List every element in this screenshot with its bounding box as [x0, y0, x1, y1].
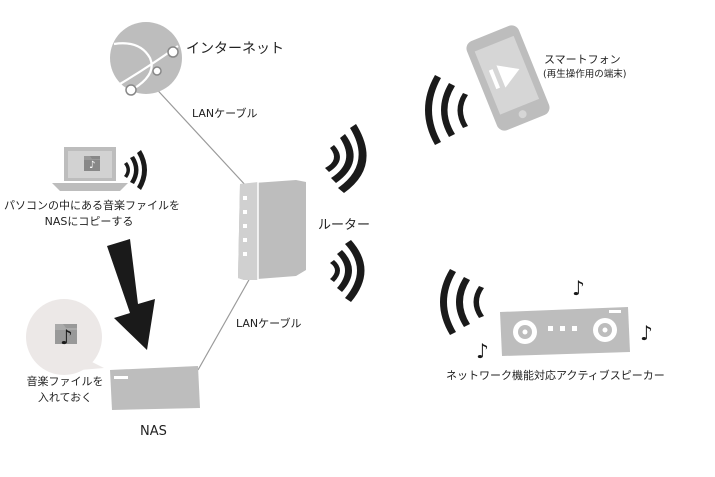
nas-bubble-line1: 音楽ファイルを — [26, 375, 104, 388]
internet-router-cable — [149, 81, 249, 189]
laptop-icon: ♪ — [52, 147, 128, 191]
internet-globe-icon — [110, 22, 182, 96]
svg-text:♪: ♪ — [89, 160, 95, 171]
wifi-waves-icon — [124, 150, 147, 190]
pc-caption-line1: パソコンの中にある音楽ファイルを — [4, 199, 180, 212]
nas-icon — [110, 366, 200, 410]
router-icon — [238, 180, 306, 280]
router-label: ルーター — [318, 218, 371, 233]
music-note-icon: ♪ — [640, 321, 653, 345]
speech-bubble — [26, 299, 104, 375]
smartphone-sublabel: (再生操作用の端末) — [543, 69, 627, 80]
wifi-waves-icon — [440, 269, 484, 335]
speaker-icon — [500, 307, 630, 356]
wifi-waves-icon — [330, 240, 365, 302]
nas-label: NAS — [140, 424, 167, 439]
music-note-icon: ♪ — [572, 276, 585, 300]
speaker-label: ネットワーク機能対応アクティブスピーカー — [446, 369, 665, 382]
internet-label: インターネット — [186, 41, 284, 57]
copy-arrow-icon — [107, 239, 155, 350]
smartphone-icon — [466, 25, 550, 131]
nas-bubble-line2: 入れておく — [37, 391, 93, 404]
wifi-waves-icon — [325, 124, 367, 193]
music-note-icon: ♪ — [60, 325, 73, 349]
pc-caption-line2: NASにコピーする — [44, 215, 134, 228]
smartphone-label: スマートフォン — [544, 53, 621, 66]
lan-cable-top-label: LANケーブル — [192, 107, 258, 120]
wifi-waves-icon — [425, 75, 468, 145]
router-nas-cable — [197, 277, 251, 371]
music-note-icon: ♪ — [476, 339, 489, 363]
lan-cable-bottom-label: LANケーブル — [236, 317, 302, 330]
